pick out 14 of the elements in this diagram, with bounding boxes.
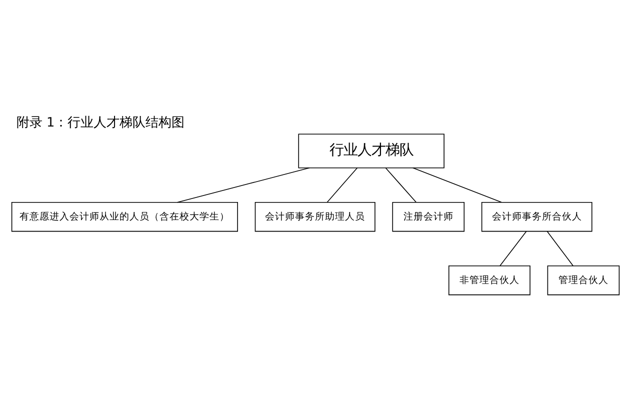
node-box: 行业人才梯队 (298, 134, 444, 168)
connector (176, 168, 310, 203)
connector (412, 168, 502, 203)
connector (500, 230, 527, 266)
diagram-title: 附录 1：行业人才梯队结构图 (16, 116, 185, 131)
node-box: 非管理合伙人 (448, 265, 530, 296)
node-box: 会计师事务所助理人员 (254, 202, 376, 232)
connector (326, 168, 358, 203)
node-box: 管理合伙人 (547, 265, 620, 296)
node-box: 有意愿进入会计师从业的人员（含在校大学生） (11, 202, 238, 232)
node-box: 注册会计师 (392, 202, 465, 232)
connector (385, 168, 417, 203)
node-box: 会计师事务所合伙人 (481, 202, 592, 232)
connector (546, 230, 574, 266)
